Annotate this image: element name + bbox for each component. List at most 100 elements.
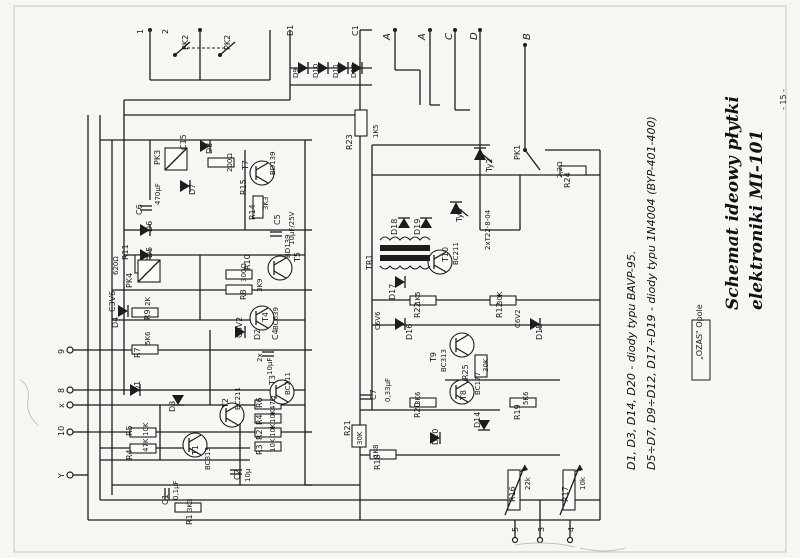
label-c2: C2 — [233, 469, 242, 480]
label-pin-3: 3 — [537, 527, 546, 532]
label-r24: R24 — [563, 172, 572, 188]
label-r1-val: 3K3 — [186, 499, 194, 513]
resistors — [129, 109, 587, 513]
switch-pk1 — [523, 148, 541, 171]
label-d19: D19 — [413, 219, 422, 235]
label-pin-1: 1 — [136, 29, 145, 34]
note-line-1: D1, D3, D14, D20 - diody typu BAVP-95. — [625, 251, 638, 470]
label-r5-val: 10K — [142, 422, 150, 436]
diode-bridge-d9-d12 — [298, 62, 363, 74]
label-pk1: PK1 — [513, 145, 522, 160]
label-t1-type: BC313 — [204, 447, 212, 470]
scan-marks — [19, 379, 626, 552]
label-d9: D9 — [292, 68, 300, 78]
label-r20: R20 — [413, 402, 422, 418]
label-r4b-val: 47K — [142, 438, 150, 452]
label-A2: A — [417, 33, 428, 41]
label-r11: R11 — [121, 244, 130, 260]
label-pin-x: x — [57, 403, 66, 408]
label-ty-type: 2xT22-8-04 — [484, 209, 492, 250]
label-c6: C6 — [135, 204, 144, 215]
label-d6: D6 — [145, 221, 154, 232]
label-tr1: TR1 — [365, 254, 374, 271]
label-r12-val: 30K — [496, 291, 504, 305]
label-c7-val: 0,33μF — [384, 378, 392, 402]
label-r4: R4 — [255, 414, 264, 425]
label-r18-val: 1K8 — [372, 445, 380, 459]
label-r15-val: 200Ω — [226, 153, 234, 172]
label-t7-type: BD139 — [269, 151, 277, 175]
label-c6v2b: C6V2 — [514, 309, 522, 328]
label-r23: R23 — [345, 134, 354, 150]
label-r4b: R4 — [125, 449, 134, 460]
label-c15: C15 — [179, 134, 188, 150]
label-r7: R7 — [133, 347, 142, 358]
label-t5: T5 — [293, 252, 302, 263]
label-pin-5: 5 — [511, 527, 520, 532]
label-r1: R1 — [185, 514, 194, 525]
label-r19: R19 — [513, 404, 522, 420]
label-r4-val: 10K — [269, 409, 277, 423]
label-pin-10: 10 — [57, 426, 66, 436]
switch-pk2-pair — [173, 41, 236, 57]
label-t9-type: BC313 — [440, 349, 448, 372]
label-d16: D16 — [405, 324, 414, 340]
label-D: D — [469, 32, 480, 40]
label-r22-val: 1K5 — [414, 292, 422, 306]
diodes — [118, 140, 541, 444]
label-pk4: PK4 — [125, 273, 134, 288]
label-t8: T8 — [459, 390, 468, 401]
label-c4: C4 — [271, 329, 280, 340]
label-r9: R9 — [143, 309, 152, 320]
label-r17: R17 — [561, 486, 570, 502]
label-r3-val: 10K — [269, 438, 277, 452]
label-c1-top: C1 — [351, 25, 360, 36]
label-r25-val: 30K — [482, 358, 490, 372]
label-A1: A — [382, 33, 393, 41]
label-t5-type: BD139 — [284, 234, 292, 258]
label-pk2-b: PK2 — [223, 35, 232, 50]
label-d15: D15 — [535, 324, 544, 340]
label-d14: D14 — [473, 412, 482, 428]
label-c7: C7 — [369, 389, 378, 400]
label-d20: D20 — [431, 429, 440, 445]
label-d18: D18 — [390, 219, 399, 235]
label-r10-val: 300Ω — [240, 263, 248, 282]
left-terminals — [66, 346, 100, 479]
label-r8-val: 3K9 — [256, 279, 264, 293]
relays — [137, 147, 188, 283]
label-pk2-a: PK2 — [181, 35, 190, 50]
ozas-label: „OZAS" Opole — [695, 304, 704, 360]
label-c6v6: C6V6 — [374, 311, 382, 330]
label-r14: R14 — [248, 204, 257, 220]
label-c6-val: 470μF — [154, 183, 162, 205]
label-r6: R6 — [255, 397, 264, 408]
label-pin-9: 9 — [57, 349, 66, 354]
label-r20-val: 3K6 — [414, 391, 422, 405]
label-d12: D12 — [350, 64, 358, 78]
label-r16: R16 — [508, 486, 517, 502]
page-number: - 15 - — [779, 89, 788, 110]
label-r15: R15 — [239, 179, 248, 195]
label-t2: T2 — [221, 398, 230, 409]
bottom-terminals — [511, 500, 574, 544]
label-pk3: PK3 — [153, 150, 162, 165]
label-t8-type: BC177 — [474, 372, 482, 395]
top-terminals — [148, 28, 527, 47]
label-r2-val: 10K — [269, 423, 277, 437]
label-r23-val: 1K5 — [372, 125, 380, 139]
label-r6-val: 47Ω — [269, 395, 277, 410]
label-c1: C1 — [161, 494, 170, 505]
label-r10: R10 — [243, 254, 252, 270]
transistors — [182, 160, 475, 458]
label-r17-val: 10k — [579, 476, 587, 490]
label-B: B — [522, 33, 533, 40]
label-d5: D5 — [145, 247, 154, 258]
label-r2: R2 — [255, 429, 264, 440]
label-d2: D2 — [253, 329, 262, 340]
ozas-box — [691, 319, 711, 381]
bus-wires — [87, 29, 601, 521]
label-d17: D17 — [388, 284, 397, 300]
thyristors-ty1-ty2 — [450, 147, 493, 217]
